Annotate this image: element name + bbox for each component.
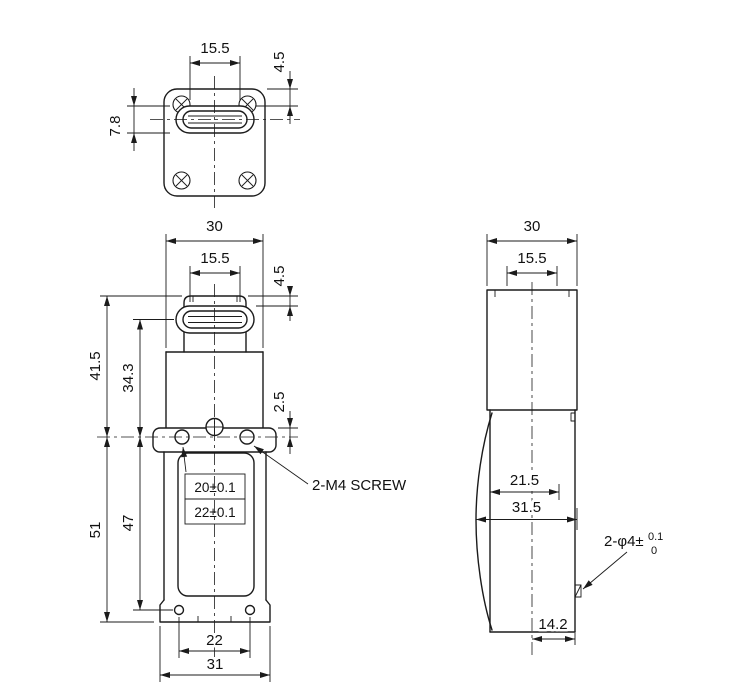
side-view-dim-base-offset: 14.2 — [532, 614, 576, 645]
front-view-slot-lines — [188, 316, 242, 323]
dim-label: 47 — [120, 515, 137, 532]
dim-label: 41.5 — [87, 351, 104, 380]
dim-label: 51 — [87, 522, 104, 539]
dim-label: 31.5 — [512, 499, 541, 516]
front-view-dim-holes-to-feet: 47 — [120, 437, 173, 611]
dim-label: 15.5 — [517, 250, 546, 267]
screw-note-label: 2-M4 SCREW — [312, 477, 407, 494]
dim-label: 4.5 — [271, 52, 288, 73]
dim-label: 34.3 — [120, 363, 137, 392]
side-view-dim-inner-depth: 21.5 — [490, 470, 560, 500]
front-view-screw-note: 2-M4 SCREW — [253, 445, 407, 494]
dim-label: 2.5 — [271, 392, 288, 413]
side-view-side-hole-tab — [574, 584, 582, 598]
dim-label: 15.5 — [200, 40, 229, 57]
dim-label: 15.5 — [200, 250, 229, 267]
hole-note-tol-lower: 0 — [651, 545, 657, 557]
side-view-dim-depth: 30 — [486, 218, 578, 286]
top-view-dim-slot-height: 7.8 — [107, 88, 170, 151]
front-view-base-hole-left — [173, 604, 185, 616]
top-view-dim-top-to-slot: 4.5 — [256, 52, 298, 124]
dim-label: 14.2 — [538, 616, 567, 633]
front-view-dim-plate-to-holes: 2.5 — [271, 392, 298, 454]
dim-label: 22 — [206, 632, 223, 649]
dim-label: 7.8 — [107, 116, 124, 137]
corner-screw-icon — [172, 171, 191, 190]
front-view: 20±0.1 22±0.1 30 15.5 4.5 — [87, 218, 407, 682]
front-view-head-ticks — [192, 296, 238, 302]
front-view-dim-width: 30 — [165, 218, 264, 348]
top-view-dim-slot-width: 15.5 — [189, 40, 241, 100]
hole-note-label: 2-φ4± — [604, 533, 644, 550]
front-view-base-hole-right — [244, 604, 256, 616]
front-view-dim-base-width: 31 — [159, 626, 271, 682]
dim-label: 21.5 — [510, 472, 539, 489]
top-view: 15.5 4.5 7.8 — [107, 40, 300, 208]
side-view-body — [489, 409, 576, 633]
side-view-head-ticks — [494, 290, 570, 297]
corner-screw-icon — [238, 171, 257, 190]
front-view-dim-holes-to-base: 51 — [87, 437, 154, 623]
front-view-dim-slot-width: 15.5 — [189, 250, 241, 302]
hole-note-tol-upper: 0.1 — [648, 531, 663, 543]
front-view-lower-body — [159, 451, 271, 623]
front-view-head-outline — [183, 295, 247, 353]
side-view-dim-head-depth: 15.5 — [506, 250, 558, 286]
front-view-dim-head-to-slot: 4.5 — [248, 266, 298, 321]
front-view-slot-inner — [182, 310, 248, 329]
front-view-cover-window — [177, 452, 255, 597]
front-view-slot-outer — [175, 305, 255, 334]
dim-label: 31 — [207, 656, 224, 673]
dim-label: 30 — [524, 218, 541, 235]
side-view-dim-overall-depth: 31.5 — [475, 497, 578, 530]
front-view-base-notches — [197, 616, 232, 622]
front-view-dim-head-to-holes: 41.5 — [87, 295, 182, 437]
side-view-hole-note: 2-φ4± 0.1 0 — [582, 531, 663, 590]
front-view-dim-base-hole-pitch: 22 — [178, 617, 251, 658]
front-view-dim-slot-to-holes: 34.3 — [120, 319, 174, 437]
front-view-hole-pitch-table: 20±0.1 22±0.1 — [181, 446, 246, 525]
side-view: 30 15.5 21.5 31.5 2-φ4± 0.1 0 — [475, 218, 663, 656]
dim-label: 30 — [206, 218, 223, 235]
top-view-slot-lines — [188, 115, 242, 124]
hole-pitch-b-label: 22±0.1 — [194, 505, 235, 520]
dim-label: 4.5 — [271, 266, 288, 287]
hole-pitch-a-label: 20±0.1 — [194, 480, 235, 495]
